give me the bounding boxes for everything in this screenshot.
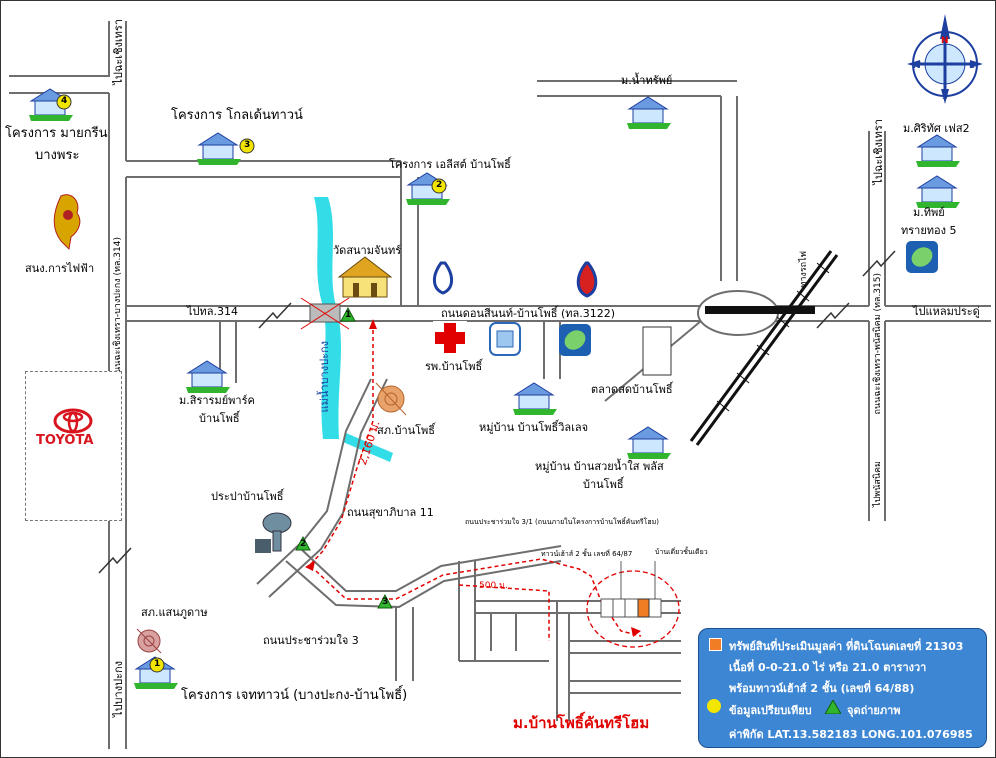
legend-line2: เนื้อที่ 0-0-21.0 ไร่ หรือ 21.0 ตารางวา	[729, 661, 927, 674]
subject-property	[637, 598, 650, 618]
project2-label: โครงการ เอลีสต์ บ้านโพธิ์	[389, 158, 511, 171]
police-label: สภ.บ้านโพธิ์	[377, 424, 436, 437]
village-title: ม.บ้านโพธิ์คันทรีโฮม	[513, 714, 650, 732]
photo-points	[295, 306, 393, 609]
sukhaphiban-label: ถนนสุขาภิบาล 11	[347, 506, 434, 519]
legend-photo: จุดถ่ายภาพ	[847, 704, 901, 717]
marker-2	[431, 178, 447, 194]
subject-swatch	[709, 638, 722, 651]
water-tower-icon	[255, 512, 292, 553]
pracha3-label: ถนนประชาร่วมใจ 3	[263, 634, 359, 647]
legend-line3: พร้อมทาวน์เฮ้าส์ 2 ชั้น (เลขที่ 64/88)	[729, 682, 915, 695]
railway-label: ทางรถไฟ	[799, 251, 809, 288]
marker-4	[56, 94, 72, 110]
siram-label-line2: บ้านโพธิ์	[199, 412, 240, 425]
river-label: แม่น้ำบางปะกง	[318, 341, 331, 413]
waterworks-label: ประปาบ้านโพธิ์	[211, 490, 284, 503]
marker-1	[149, 657, 165, 673]
bank-icon-1	[559, 324, 591, 356]
project4-label: โครงการ มายกรีน	[5, 126, 108, 141]
hospital-label: รพ.บ้านโพธิ์	[425, 360, 483, 373]
compass-n: N	[941, 36, 949, 46]
fuel-station-icon-1	[433, 261, 453, 295]
photo-3-label: 3	[382, 597, 389, 607]
detached-note-label: บ้านเดี่ยวชั้นเดียว	[655, 548, 708, 556]
to-phanat-label: ไปพนัสนิคม	[873, 461, 883, 507]
siram-label: ม.สิรารมย์พาร์ค	[179, 394, 255, 407]
compare-swatch	[707, 699, 721, 713]
legend-compare: ข้อมูลเปรียบเทียบ	[729, 704, 812, 717]
toyota-logo-icon	[53, 408, 93, 434]
marker-3-label: 3	[244, 140, 251, 150]
comparison-markers	[56, 94, 447, 673]
river-branch	[343, 433, 393, 462]
compass-e: E	[969, 61, 975, 71]
project4-label-line2: บางพระ	[35, 148, 80, 163]
house-icons	[29, 88, 960, 689]
project3-label: โครงการ โกลเด้นทาวน์	[171, 108, 303, 123]
legend-line1: ทรัพย์สินที่ประเมินมูลค่า ที่ดินโฉนดเลขท…	[729, 640, 964, 653]
num-sap-label: ม.น้ำทรัพย์	[621, 74, 673, 87]
pea-label: สนง.การไฟฟ้า	[25, 262, 95, 275]
hospital-icon	[433, 321, 467, 355]
compass-icon	[907, 14, 983, 104]
railway-track	[689, 250, 839, 446]
sirithat-label: ม.ศิริทัศ เฟส2	[903, 122, 970, 135]
to-chachoengsao-top: ไปฉะเชิงเทรา	[112, 19, 125, 85]
soi-note-label: ถนนประชาร่วมใจ 3/1 (ถนนภายในโครงการบ้านโ…	[465, 518, 659, 526]
to-laem-label: ไปแหลมประดู่	[913, 305, 980, 318]
toyota-label: TOYOTA	[36, 433, 94, 448]
main-road-label: ถนนดอนสีนนท์-บ้านโพธิ์ (ทล.3122)	[441, 307, 616, 320]
route-line	[308, 323, 642, 641]
overpass	[705, 306, 815, 314]
photo-1-label: 1	[345, 310, 352, 320]
police-station-icon-2	[136, 628, 162, 654]
pea-logo	[53, 194, 81, 251]
suay-village-label-line2: บ้านโพธิ์	[583, 478, 624, 491]
compass-w: W	[912, 61, 921, 71]
photo-swatch-icon	[825, 700, 841, 714]
to-chachoengsao-right: ไปฉะเชิงเทรา	[872, 119, 885, 185]
wat-label: วัดสนามจันทร์	[333, 244, 402, 257]
dist-500-label: 500 ม.	[479, 581, 508, 591]
to-bangpakong-label: ไปบางปะกง	[112, 661, 125, 717]
bank-icon-2	[906, 241, 938, 273]
sanphukhat-label: สภ.แสนภูดาษ	[141, 606, 208, 619]
temple-icon	[337, 256, 393, 298]
marker-2-label: 2	[436, 180, 443, 190]
banpho-village-label: หมู่บ้าน บ้านโพธิ์วิลเลจ	[479, 421, 589, 434]
saithong-label: ทรายทอง 5	[901, 224, 957, 237]
project1-label: โครงการ เจททาวน์ (บางปะกง-บ้านโพธิ์)	[181, 688, 408, 703]
police-station-icon-1	[375, 382, 407, 416]
hospital-logo-icon	[489, 322, 521, 356]
toyota-dealer: TOYOTA	[25, 371, 122, 521]
thipphai-label: ม.ทิพย์	[913, 206, 945, 219]
to-314-label: ไปทล.314	[187, 305, 238, 318]
townhouse-note-label: ทาวน์เฮ้าส์ 2 ชั้น เลขที่ 64/87	[541, 550, 633, 558]
fuel-station-icon-2	[576, 261, 598, 298]
market-building	[642, 326, 672, 376]
road-314-label: ถนนฉะเชิงเทรา-บางปะกง (ทล.314)	[113, 237, 123, 379]
legend-box: ทรัพย์สินที่ประเมินมูลค่า ที่ดินโฉนดเลขท…	[698, 628, 987, 748]
market-label: ตลาดสดบ้านโพธิ์	[591, 383, 673, 396]
road-315-label: ถนนฉะเชิงเทรา-พนัสนิคม (ทล.315)	[873, 273, 883, 415]
legend-coords: ค่าพิกัด LAT.13.582183 LONG.101.076985	[729, 728, 973, 741]
photo-2-label: 2	[300, 539, 307, 549]
marker-1-label: 1	[154, 659, 161, 669]
marker-3	[239, 138, 255, 154]
compass-s: S	[942, 92, 948, 102]
marker-4-label: 4	[61, 96, 68, 106]
suay-village-label: หมู่บ้าน บ้านสวยน้ำใส พลัส	[535, 460, 664, 473]
